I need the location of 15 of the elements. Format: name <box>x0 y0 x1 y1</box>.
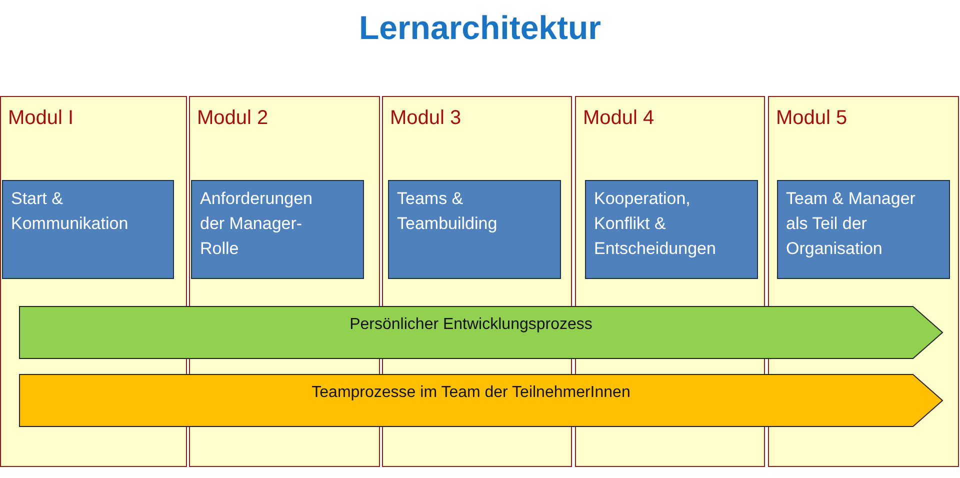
module-heading: Modul 2 <box>197 106 268 131</box>
arrow-band <box>19 374 943 427</box>
arrow-label: Persönlicher Entwicklungsprozess <box>348 315 594 335</box>
topic-box: Kooperation, Konflikt & Entscheidungen <box>585 180 758 279</box>
arrow-band <box>19 306 943 359</box>
arrow-label: Teamprozesse im Team der TeilnehmerInnen <box>310 383 632 403</box>
module-heading: Modul 3 <box>390 106 462 131</box>
topic-box: Anforderungen der Manager-Rolle <box>191 180 364 279</box>
module-heading: Modul 4 <box>583 106 654 131</box>
module-heading: Modul I <box>8 106 74 131</box>
title: Lernarchitektur <box>358 9 602 46</box>
topic-box: Team & Manager als Teil der Organisation <box>777 180 950 279</box>
module-heading: Modul 5 <box>776 106 848 131</box>
topic-box: Teams & Teambuilding <box>388 180 561 279</box>
topic-box: Start & Kommunikation <box>2 180 174 279</box>
